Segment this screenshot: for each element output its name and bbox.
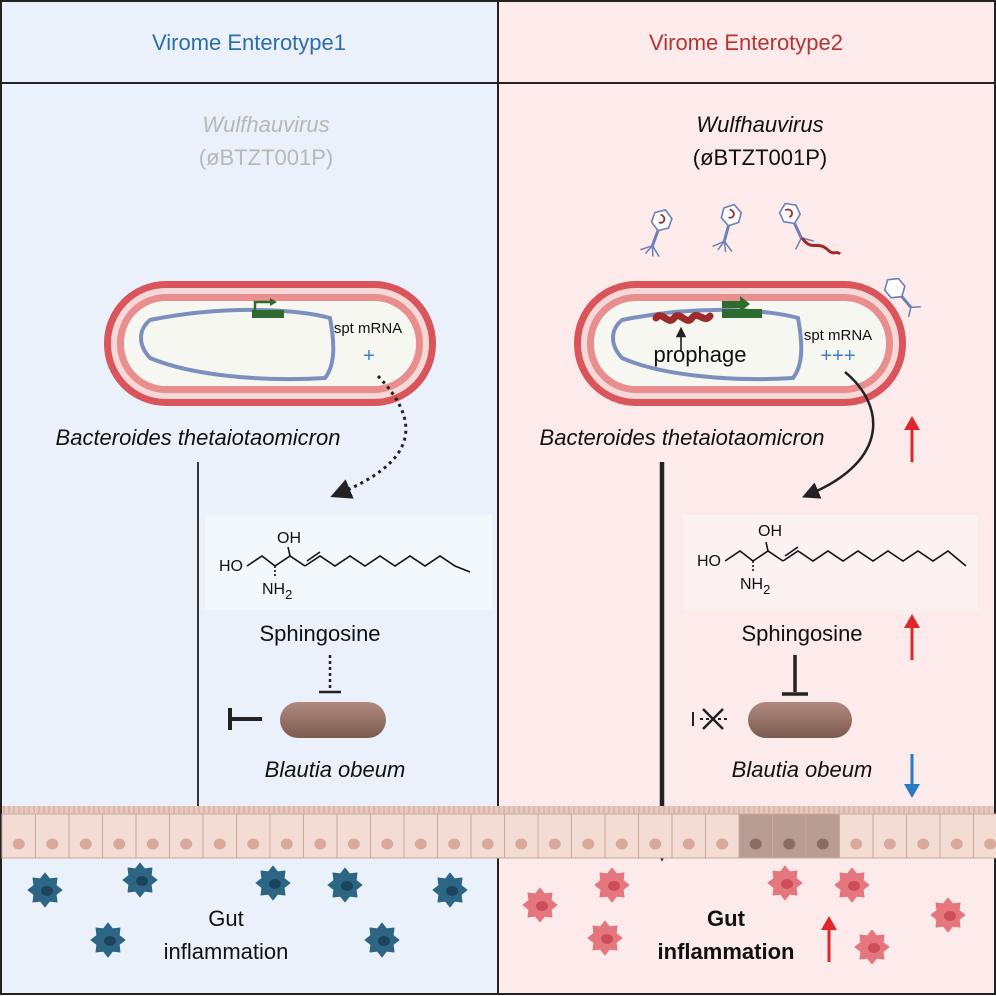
panel1-bacterium-cell: spt mRNA + [104,281,436,406]
immune-cell-icon [522,887,558,923]
panel2-outcome-line2: inflammation [658,939,795,964]
panel1-blautia-cell [280,702,386,738]
panel1-header-box [0,0,499,84]
epithelial-cell [872,813,907,859]
epithelial-cell [135,813,170,859]
panel1-sphingosine-structure: HO OH NH2 [205,515,492,610]
epithelial-cell [571,813,606,859]
epithelial-cell [403,813,438,859]
immune-cell-icon [364,922,400,958]
phage-icon [712,203,743,253]
epithelial-cell [303,813,338,859]
immune-cell-icon [594,867,630,903]
epithelial-cell [973,813,996,859]
panel2-prophage-segment [652,312,714,324]
panel1-virus-genus: Wulfhauvirus [202,112,329,137]
panel2-virus-genus: Wulfhauvirus [696,112,823,137]
epithelial-cell [638,813,673,859]
epithelial-cell [68,813,103,859]
epithelial-cell [370,813,405,859]
epithelial-cell [35,813,70,859]
panel2-title: Virome Enterotype2 [649,30,843,55]
panel2-metabolite-label: Sphingosine [741,621,862,646]
epithelial-cell [504,813,539,859]
panel1-virus-id: (øBTZT001P) [199,145,333,170]
panel1-promoter-arrow [253,300,272,310]
phage-icon [778,202,814,250]
immune-cell-icon [834,867,870,903]
panel2-prophage-label: prophage [654,342,747,367]
panel1-outcome-line1: Gut [208,906,243,931]
arrow-up-icon [821,916,837,962]
immune-cell-icon [255,865,291,901]
immune-cell-icon [767,865,803,901]
immune-cell-icon [27,872,63,908]
phage-icon [640,209,673,258]
panel1-outcome-line2: inflammation [164,939,289,964]
panel2-blautia-name: Blautia obeum [732,757,873,782]
epithelial-cell [906,813,941,859]
epithelial-cell [839,813,874,859]
panel2-outcome-line1: Gut [707,906,746,931]
panel1-metabolite-label: Sphingosine [259,621,380,646]
epithelial-cell [939,813,974,859]
arrow-up-icon [904,416,920,462]
panel2-mrna-level: +++ [820,345,855,367]
gut-epithelium [1,806,996,859]
panel2-bacterium-cell: prophage spt mRNA +++ [574,281,906,406]
panel1-spt-gene [252,310,284,318]
panel1-title: Virome Enterotype1 [152,30,346,55]
panel1-mrna-level: + [363,345,375,367]
epithelial-cell [269,813,304,859]
panel2-blautia-cell [748,702,852,738]
epithelial-cell [671,813,706,859]
epithelial-cell [1,813,36,859]
immune-cell-icon [587,920,623,956]
epithelial-cell [537,813,572,859]
panel1-bacterium-name: Bacteroides thetaiotaomicron [56,425,341,450]
phage-icon [883,277,921,318]
panel1-blautia-inhibition [228,708,262,730]
epithelial-cell [437,813,472,859]
svg-text:NH2: NH2 [262,581,292,602]
svg-text:OH: OH [758,523,782,540]
epithelial-cell [705,813,740,859]
panel2-solid-arrow [801,371,875,499]
panel2-sphingosine-structure: HO OH NH2 [683,515,978,610]
arrow-down-icon [904,754,920,798]
epithelial-cell [772,813,807,859]
epithelial-cell [102,813,137,859]
immune-cell-icon [854,929,890,965]
immune-cell-icon [327,867,363,903]
svg-text:HO: HO [219,558,243,575]
panel1-blautia-name: Blautia obeum [265,757,406,782]
epithelial-cell [169,813,204,859]
svg-text:HO: HO [697,553,721,570]
epithelial-cell [236,813,271,859]
svg-text:NH2: NH2 [740,576,770,597]
epithelial-cell [470,813,505,859]
arrow-up-icon [904,614,920,660]
immune-cell-icon [432,872,468,908]
panel1-dotted-arrow [330,374,408,499]
svg-text:OH: OH [277,530,301,547]
immune-cell-icon [122,862,158,898]
panel2-virus-id: (øBTZT001P) [693,145,827,170]
immune-cell-icon [930,897,966,933]
blocked-inhibition-icon [692,708,727,730]
epithelial-cell [738,813,773,859]
panel1-mrna-label: spt mRNA [334,320,402,337]
released-dna [800,237,842,256]
panel2-promoter-arrow [722,296,750,312]
panel2-mrna-label: spt mRNA [804,327,872,344]
immune-cell-icon [90,922,126,958]
panel2-spt-gene [722,309,762,318]
panel2-bacterium-name: Bacteroides thetaiotaomicron [540,425,825,450]
immune-cells [27,862,966,965]
epithelial-cell [604,813,639,859]
epithelial-cell [336,813,371,859]
epithelial-cell [805,813,840,859]
epithelial-cell [202,813,237,859]
